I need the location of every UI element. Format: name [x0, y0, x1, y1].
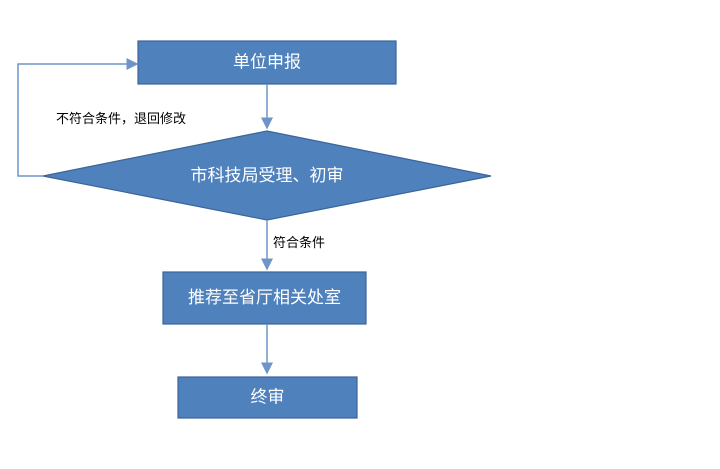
- edge-reject-label: 不符合条件，退回修改: [56, 111, 186, 127]
- node-city-review-label: 市科技局受理、初审: [191, 166, 344, 186]
- node-recommend-box: [162, 271, 367, 325]
- node-unit-report-box: [137, 40, 397, 85]
- node-final-review-box: [177, 376, 358, 419]
- edge-reject-loop: [17, 58, 139, 177]
- node-unit-report-label: 单位申报: [233, 53, 301, 73]
- node-final-review-label: 终审: [251, 388, 285, 408]
- node-city-review-diamond: [42, 130, 492, 221]
- edge-accept-label: 符合条件: [273, 235, 325, 251]
- node-recommend-label: 推荐至省厅相关处室: [188, 288, 341, 308]
